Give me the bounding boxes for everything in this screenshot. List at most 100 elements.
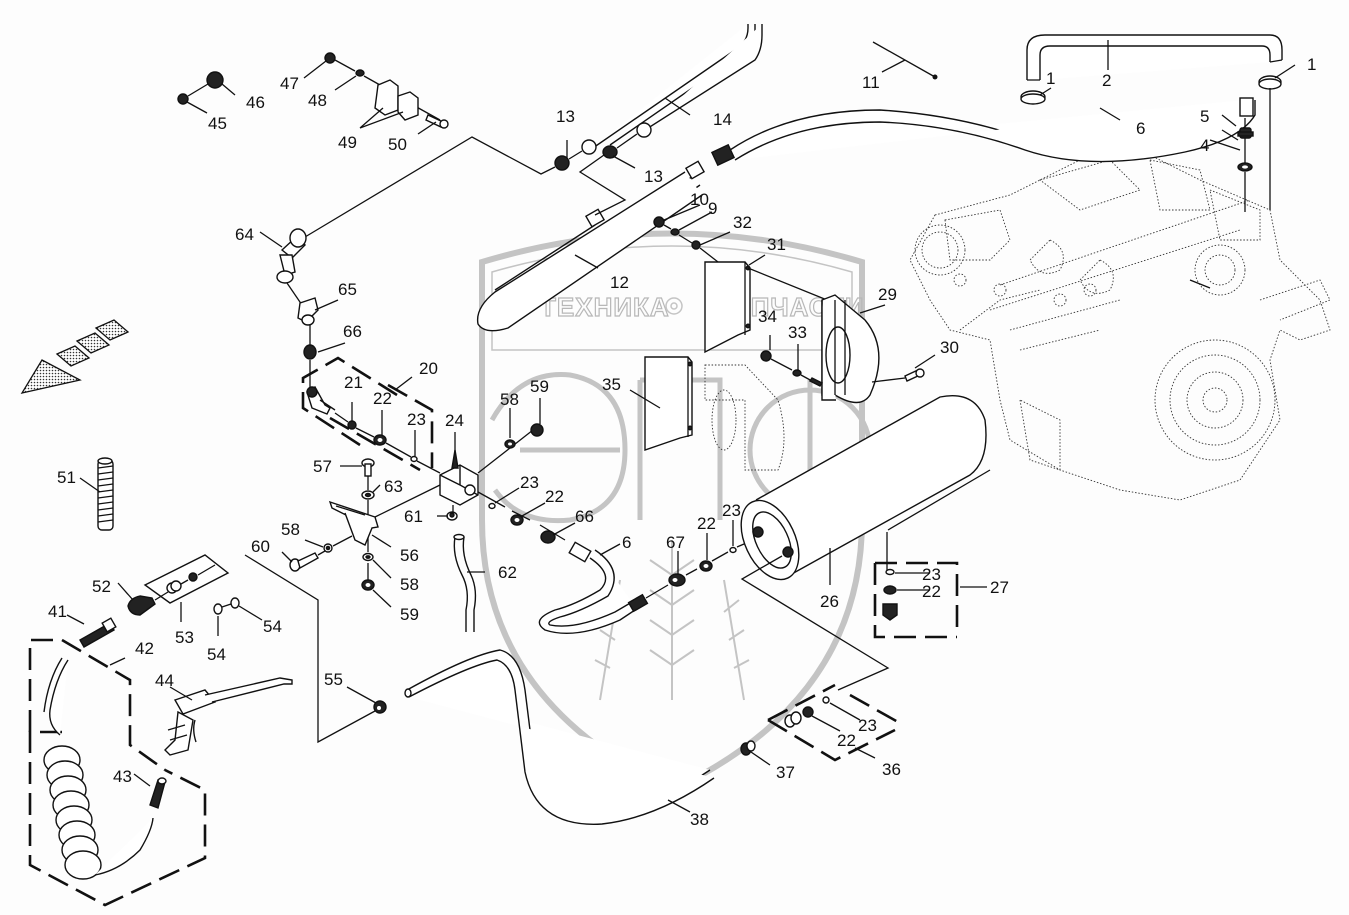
callout-6: 6 (1136, 119, 1145, 138)
callout-6: 6 (622, 533, 631, 552)
callout-49: 49 (338, 133, 357, 152)
callout-42: 42 (135, 639, 154, 658)
bolt-30 (904, 368, 925, 382)
callout-58: 58 (500, 390, 519, 409)
nut-47 (324, 52, 336, 64)
callout-12: 12 (610, 273, 629, 292)
callout-27: 27 (990, 578, 1009, 597)
callout-62: 62 (498, 563, 517, 582)
elbow-64 (276, 228, 307, 284)
callout-21: 21 (344, 373, 363, 392)
direction-arrow-icon (20, 319, 130, 394)
nut-59b (361, 579, 375, 591)
callout-59: 59 (400, 605, 419, 624)
air-tank-26 (740, 395, 987, 581)
washer-54b (230, 597, 240, 609)
callout-66: 66 (575, 507, 594, 526)
callout-63: 63 (384, 477, 403, 496)
callout-5: 5 (1200, 107, 1209, 126)
kit-36 (767, 683, 899, 762)
elbow-65 (297, 297, 319, 326)
clamp-49 (374, 79, 419, 121)
callout-22: 22 (373, 389, 392, 408)
fitting-66b (540, 530, 556, 544)
nut-59a (530, 423, 544, 437)
fitting-5 (1237, 127, 1254, 139)
blow-gun-44 (164, 677, 293, 756)
callout-13: 13 (644, 167, 663, 186)
washer-58c (323, 543, 333, 553)
callout-67: 67 (666, 533, 685, 552)
fitting-66a (303, 344, 317, 360)
washer-33 (792, 369, 802, 377)
callout-45: 45 (208, 114, 227, 133)
callout-37: 37 (776, 763, 795, 782)
fitting-67 (668, 573, 686, 587)
callout-26: 26 (820, 592, 839, 611)
callout-44: 44 (155, 671, 174, 690)
callout-23: 23 (858, 716, 877, 735)
callout-22: 22 (545, 487, 564, 506)
callout-51: 51 (57, 468, 76, 487)
hose-clamp-1b (1258, 75, 1282, 90)
callout-11: 11 (862, 73, 880, 92)
callout-13: 13 (556, 107, 575, 126)
callout-23: 23 (407, 410, 426, 429)
nut-13c (581, 139, 597, 155)
gear-icon (665, 297, 683, 315)
hose-38 (404, 649, 715, 825)
callout-58: 58 (400, 575, 419, 594)
callout-22: 22 (922, 582, 941, 601)
callout-64: 64 (235, 225, 254, 244)
callout-54: 54 (207, 645, 226, 664)
bracket-35 (644, 356, 693, 451)
callout-50: 50 (388, 135, 407, 154)
nozzle-43 (149, 777, 167, 809)
kit-20 (301, 356, 434, 472)
callout-14: 14 (713, 110, 732, 129)
plug-37 (740, 740, 756, 756)
pipe-12 (476, 160, 706, 332)
washer-63 (361, 490, 375, 500)
kit-53 (143, 554, 230, 604)
hose-6-lower (538, 541, 649, 635)
callout-56: 56 (400, 546, 419, 565)
callout-60: 60 (251, 537, 270, 556)
washer-32 (691, 240, 701, 250)
washer-4 (1237, 162, 1253, 172)
washer-23b (488, 502, 496, 510)
washer-23c (729, 546, 737, 554)
bracket-31 (704, 261, 751, 354)
nut-13a (554, 155, 570, 171)
bolt-50 (425, 114, 449, 129)
kit-27 (873, 561, 959, 639)
washer-21 (347, 420, 357, 430)
callout-22: 22 (697, 514, 716, 533)
callout-20: 20 (419, 359, 438, 378)
callout-61: 61 (404, 507, 423, 526)
callout-30: 30 (940, 338, 959, 357)
fitting-52 (127, 595, 156, 616)
washer-22a (373, 434, 387, 446)
bracket-29 (821, 294, 880, 404)
callout-23: 23 (722, 501, 741, 520)
leader-lines (66, 40, 1296, 813)
washer-22b (510, 514, 524, 526)
nut-34 (760, 350, 772, 362)
callout-52: 52 (92, 577, 111, 596)
callout-9: 9 (708, 199, 717, 218)
callout-66: 66 (343, 322, 362, 341)
valve-24 (439, 449, 479, 506)
nut-13d (636, 122, 652, 138)
spring-51 (97, 457, 114, 531)
callout-1: 1 (1307, 55, 1316, 74)
callout-57: 57 (313, 457, 332, 476)
washer-48 (355, 69, 365, 77)
washer-58a (504, 439, 516, 449)
callout-35: 35 (602, 375, 621, 394)
callout-10: 10 (690, 190, 709, 209)
hose-6-top (710, 97, 1256, 167)
kit-42 (28, 638, 207, 907)
